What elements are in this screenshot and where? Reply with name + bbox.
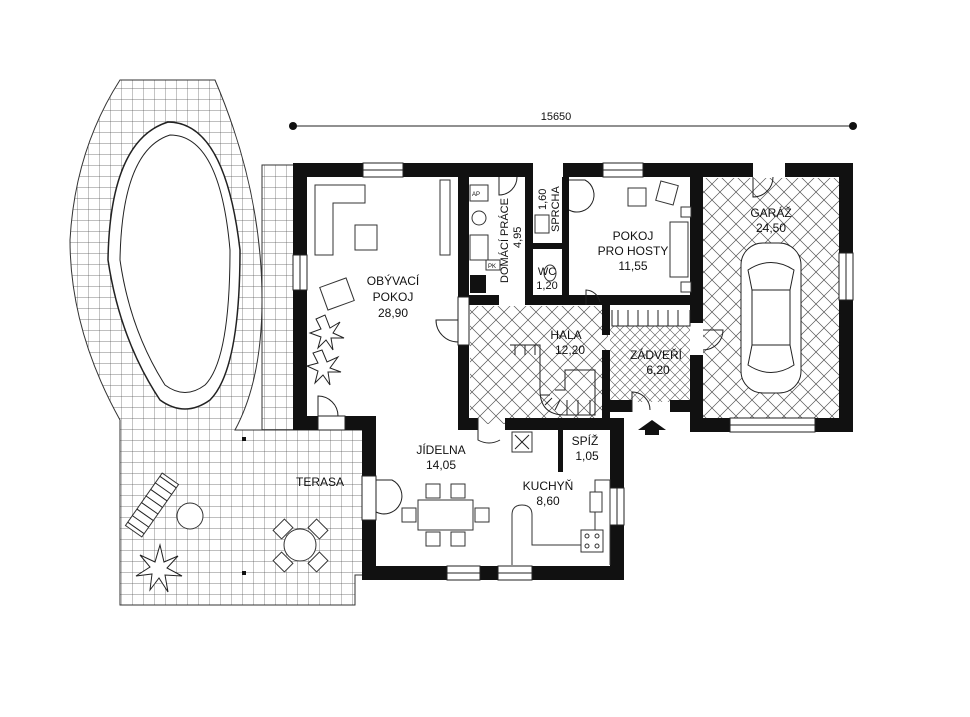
- walls: [293, 163, 853, 580]
- kitchen-label: KUCHYŇ: [523, 478, 574, 493]
- guest-room-label-2: PRO HOSTY: [598, 244, 669, 258]
- garage-area: 24,50: [756, 221, 786, 235]
- guest-room-furniture: [611, 180, 692, 327]
- utility-room-area: 4,95: [512, 227, 524, 248]
- staircase: [510, 344, 596, 416]
- windows: [292, 162, 854, 581]
- garage-label: GARÁŽ: [750, 205, 791, 220]
- utility-fixtures: AP PK: [469, 184, 557, 293]
- kitchen-area: 8,60: [536, 494, 560, 508]
- hall-floor: [470, 306, 608, 424]
- doors: [317, 176, 774, 515]
- hall-area: 12,20: [555, 343, 585, 357]
- utility-room-label: DOMÁCÍ PRÁCE: [498, 198, 511, 283]
- plant-icon: [305, 314, 345, 386]
- wc-label: WC: [538, 266, 556, 278]
- dining-area: 14,05: [426, 458, 456, 472]
- dining-table: [401, 483, 490, 547]
- guest-room-area: 11,55: [618, 259, 647, 273]
- guest-room-label-1: POKOJ: [613, 229, 654, 243]
- living-room-label-2: POKOJ: [373, 290, 414, 304]
- living-room-label-1: OBÝVACÍ: [367, 273, 420, 288]
- terrace-table: [272, 518, 329, 573]
- sun-lounger-icon: [124, 472, 204, 538]
- shower-area: 1,60: [537, 189, 549, 210]
- arrow-up-icon: [638, 420, 666, 435]
- plant-icon: [135, 543, 183, 593]
- entry-label: ZÁDVEŘÍ: [630, 347, 683, 362]
- shower-label: SPRCHA: [550, 185, 562, 232]
- room-labels: OBÝVACÍ POKOJ 28,90 DOMÁCÍ PRÁCE 4,95 1,…: [367, 185, 792, 508]
- hall-label: HALA: [550, 328, 581, 342]
- kitchen-furniture: [511, 431, 611, 565]
- terrace-label: TERASA: [296, 475, 344, 489]
- swimming-pool: [107, 121, 241, 410]
- appliance-label-ap: AP: [472, 192, 480, 198]
- dining-label: JÍDELNA: [416, 442, 465, 457]
- overall-dimension: 15650: [289, 111, 857, 130]
- wc-area: 1,20: [536, 280, 557, 292]
- pantry-area: 1,05: [575, 449, 599, 463]
- appliance-label-pk: PK: [488, 264, 496, 270]
- living-room-furniture: [314, 179, 451, 311]
- pantry-label: SPÍŽ: [572, 433, 599, 448]
- living-room-area: 28,90: [378, 306, 408, 320]
- entry-area: 6,20: [646, 363, 670, 377]
- entry-floor: [610, 326, 690, 402]
- car-icon: [740, 242, 802, 394]
- dimension-label: 15650: [541, 111, 572, 123]
